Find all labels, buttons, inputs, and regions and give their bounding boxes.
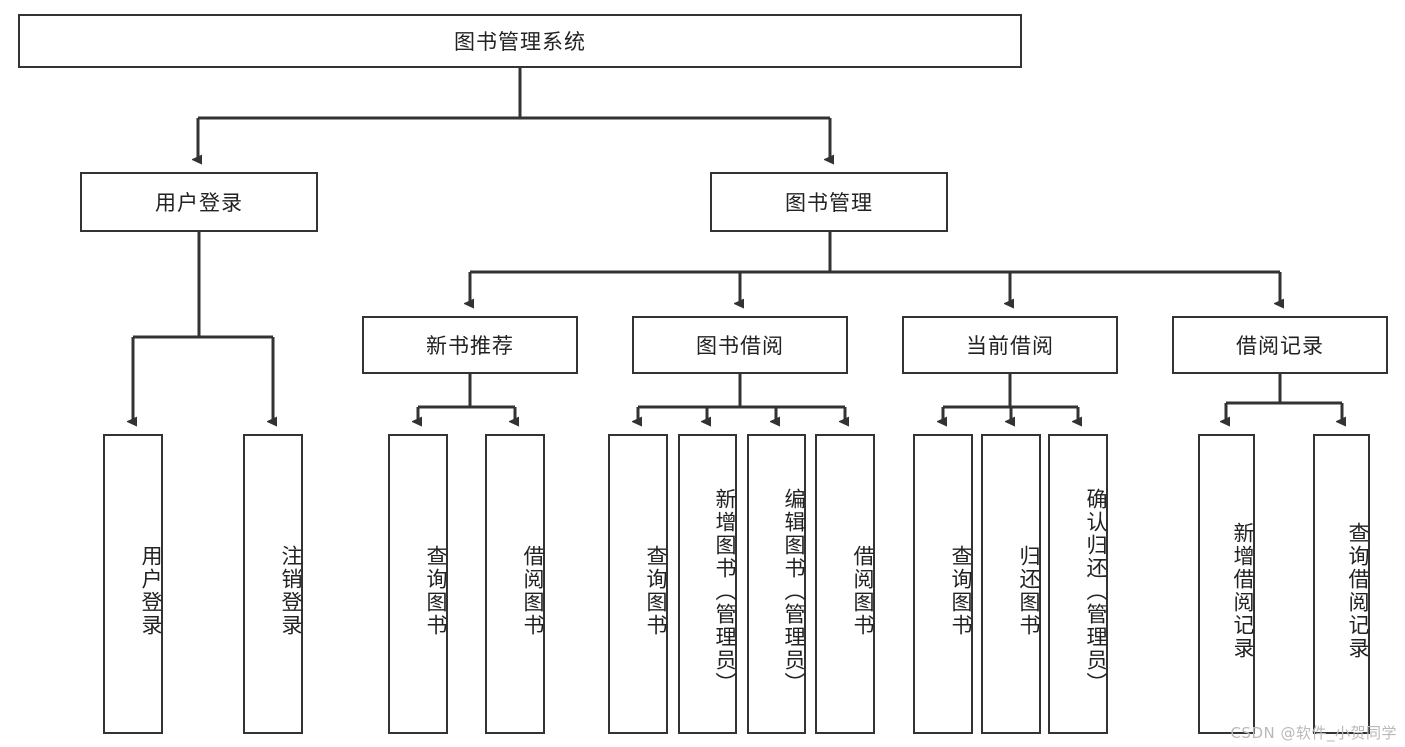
- node-new-book-recommend-label: 新书推荐: [426, 334, 514, 358]
- leaf-book-borrow-edit[interactable]: 编辑图书（管理员）: [747, 434, 806, 734]
- node-user-login-label: 用户登录: [155, 191, 243, 215]
- leaf-label: 借阅图书: [521, 545, 545, 637]
- leaf-user-login-login[interactable]: 用户登录: [103, 434, 163, 734]
- node-borrow-record-label: 借阅记录: [1236, 334, 1324, 358]
- node-new-book-recommend[interactable]: 新书推荐: [362, 316, 578, 374]
- node-book-borrow[interactable]: 图书借阅: [632, 316, 848, 374]
- leaf-label: 新增借阅记录: [1231, 522, 1255, 660]
- node-current-borrow-label: 当前借阅: [966, 334, 1054, 358]
- leaf-borrow-record-query[interactable]: 查询借阅记录: [1313, 434, 1370, 734]
- leaf-label: 注销登录: [279, 545, 303, 637]
- watermark: CSDN @软件_小贺同学: [1230, 724, 1397, 742]
- leaf-current-borrow-return[interactable]: 归还图书: [981, 434, 1041, 734]
- leaf-borrow-record-add[interactable]: 新增借阅记录: [1198, 434, 1255, 734]
- leaf-label: 用户登录: [139, 545, 163, 637]
- leaf-label: 查询图书: [424, 545, 448, 637]
- node-current-borrow[interactable]: 当前借阅: [902, 316, 1118, 374]
- node-book-management[interactable]: 图书管理: [710, 172, 948, 232]
- leaf-label: 确认归还（管理员）: [1084, 487, 1108, 695]
- node-book-borrow-label: 图书借阅: [696, 334, 784, 358]
- leaf-label: 编辑图书（管理员）: [782, 487, 806, 695]
- node-user-login[interactable]: 用户登录: [80, 172, 318, 232]
- leaf-new-book-borrow[interactable]: 借阅图书: [485, 434, 545, 734]
- leaf-book-borrow-borrow[interactable]: 借阅图书: [815, 434, 875, 734]
- leaf-label: 查询借阅记录: [1346, 522, 1370, 660]
- leaf-label: 归还图书: [1017, 545, 1041, 637]
- leaf-current-borrow-query[interactable]: 查询图书: [913, 434, 973, 734]
- node-root-label: 图书管理系统: [454, 30, 586, 54]
- leaf-label: 借阅图书: [851, 545, 875, 637]
- leaf-book-borrow-query[interactable]: 查询图书: [608, 434, 668, 734]
- leaf-label: 查询图书: [949, 545, 973, 637]
- leaf-label: 新增图书（管理员）: [713, 487, 737, 695]
- node-book-management-label: 图书管理: [785, 191, 873, 215]
- node-borrow-record[interactable]: 借阅记录: [1172, 316, 1388, 374]
- leaf-new-book-query[interactable]: 查询图书: [388, 434, 448, 734]
- leaf-current-borrow-confirm-return[interactable]: 确认归还（管理员）: [1048, 434, 1108, 734]
- node-root[interactable]: 图书管理系统: [18, 14, 1022, 68]
- leaf-user-login-logout[interactable]: 注销登录: [243, 434, 303, 734]
- leaf-label: 查询图书: [644, 545, 668, 637]
- leaf-book-borrow-add[interactable]: 新增图书（管理员）: [678, 434, 737, 734]
